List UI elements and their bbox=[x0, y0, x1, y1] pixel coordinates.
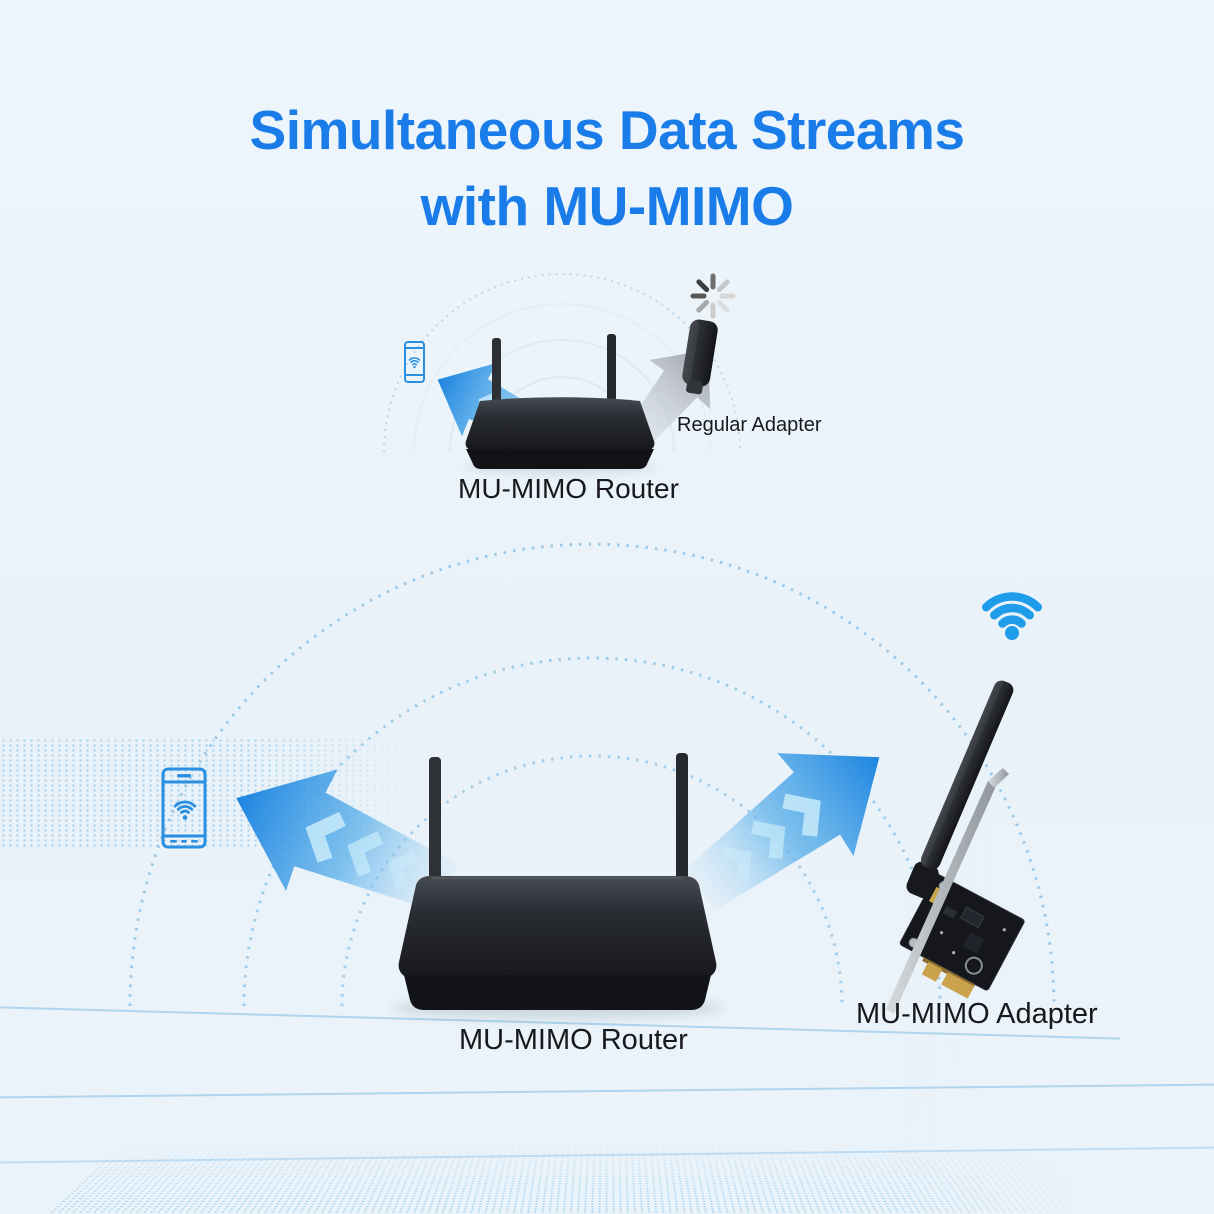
router-antenna bbox=[429, 757, 441, 885]
loading-spinner-icon bbox=[690, 273, 736, 319]
bottom-scene bbox=[128, 542, 1056, 1019]
wifi-icon-phone bbox=[173, 800, 197, 820]
bottom-router-label: MU-MIMO Router bbox=[459, 1024, 688, 1056]
data-stream-arrow-bottom-left bbox=[236, 769, 459, 912]
smartphone-icon-top bbox=[404, 341, 425, 383]
mu-mimo-adapter-label: MU-MIMO Adapter bbox=[856, 998, 1098, 1030]
page-title-line-1: Simultaneous Data Streams bbox=[249, 99, 965, 161]
wifi-icon-mini bbox=[408, 357, 421, 369]
top-scene bbox=[383, 273, 741, 474]
pcie-adapter-illustration bbox=[886, 679, 1025, 1014]
router-illustration-bottom bbox=[393, 753, 723, 1019]
top-router-label: MU-MIMO Router bbox=[458, 473, 679, 504]
usb-adapter-illustration bbox=[681, 318, 718, 395]
smartphone-icon-bottom bbox=[161, 767, 207, 849]
brand-logo bbox=[964, 956, 983, 975]
adapter-bracket bbox=[886, 768, 1009, 1014]
data-stream-arrow-bottom-right bbox=[684, 753, 880, 911]
regular-adapter-label: Regular Adapter bbox=[677, 414, 822, 436]
page-title: Simultaneous Data Streams with MU-MIMO bbox=[0, 92, 1214, 244]
page-title-line-2: with MU-MIMO bbox=[420, 175, 794, 237]
router-antenna bbox=[492, 338, 501, 406]
router-illustration-top bbox=[465, 334, 655, 474]
router-antenna bbox=[607, 334, 616, 408]
wifi-icon-adapter bbox=[981, 592, 1043, 640]
pcie-connector bbox=[941, 972, 975, 999]
router-antenna bbox=[676, 753, 688, 888]
pcie-connector bbox=[921, 961, 943, 982]
adapter-antenna bbox=[906, 679, 1014, 899]
